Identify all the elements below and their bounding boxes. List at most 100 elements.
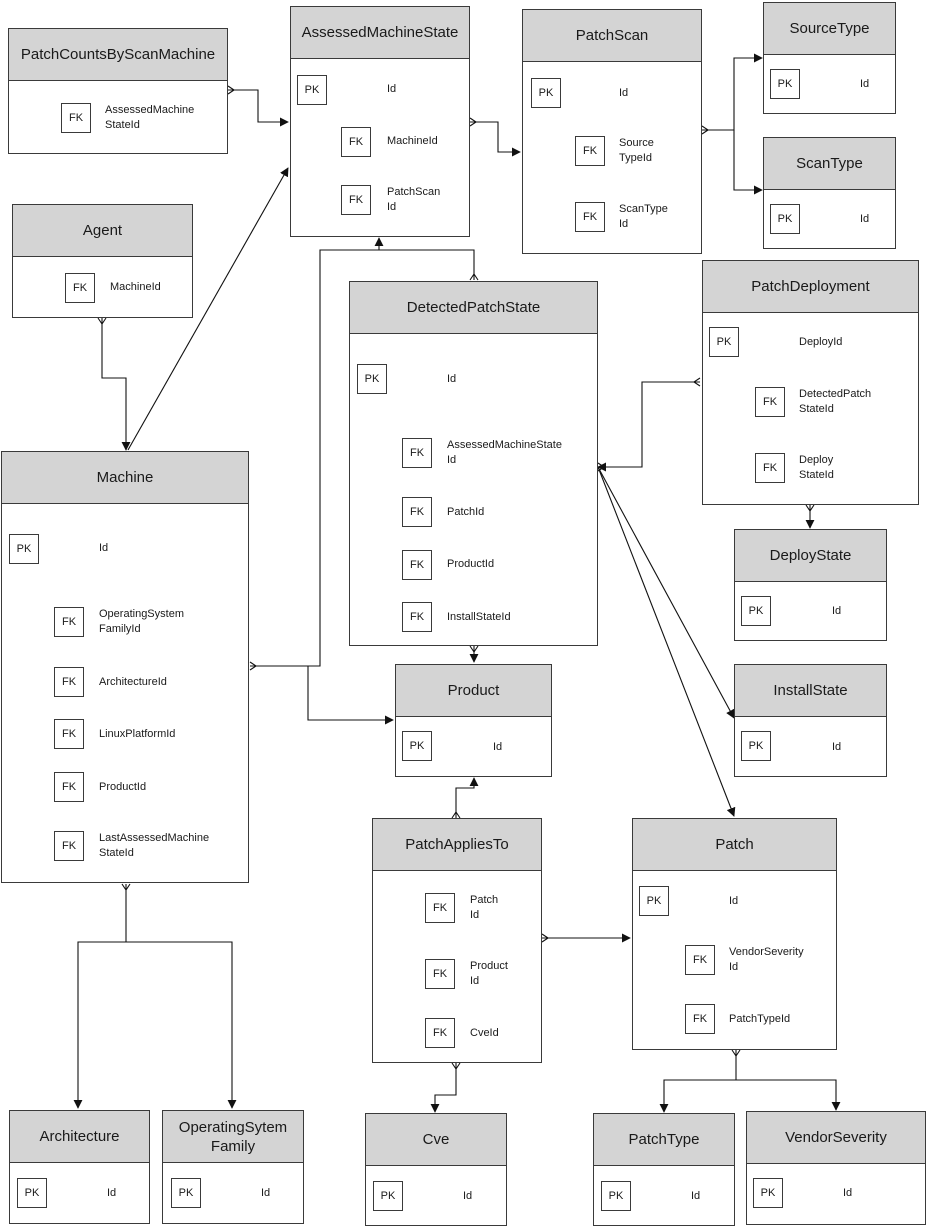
field-id: Id bbox=[99, 542, 109, 554]
field-patchid: Patch Id bbox=[470, 894, 499, 921]
entity-source-type[interactable]: SourceType PK Id bbox=[763, 2, 896, 114]
field-patchscanid: PatchScan Id bbox=[387, 186, 441, 213]
field-detectedpatchstateid: DetectedPatch StateId bbox=[799, 388, 872, 415]
rel-detectedpatchstate-to-patch bbox=[597, 466, 736, 817]
crowfoot-icon bbox=[451, 1062, 461, 1070]
field-id: Id bbox=[387, 83, 397, 95]
field-machineid: MachineId bbox=[387, 135, 438, 147]
entity-patch[interactable]: Patch PK Id FK VendorSeverity Id FK Patc… bbox=[632, 818, 837, 1050]
field-productid: ProductId bbox=[447, 558, 495, 570]
fk-key-box: FK bbox=[685, 945, 715, 975]
field-deploystateid: Deploy StateId bbox=[799, 454, 834, 481]
field-linuxplatformid: LinuxPlatformId bbox=[99, 728, 176, 740]
field-id: Id bbox=[843, 1187, 853, 1199]
pk-key-box: PK bbox=[373, 1181, 403, 1211]
pk-key-box: PK bbox=[357, 364, 387, 394]
field-assessedmachinestateid: AssessedMachine StateId bbox=[105, 104, 195, 131]
pk-key-box: PK bbox=[741, 596, 771, 626]
entity-title: Product bbox=[396, 665, 551, 717]
rel-machine-to-operatingsystemfamily bbox=[126, 941, 237, 1109]
pk-key-box: PK bbox=[770, 204, 800, 234]
fk-key-box: FK bbox=[65, 273, 95, 303]
entity-patch-scan[interactable]: PatchScan PK Id FK Source TypeId FK Scan… bbox=[522, 9, 702, 254]
rel-patchcounts-to-assessedmachinestate bbox=[228, 89, 289, 127]
crowfoot-icon bbox=[249, 661, 257, 671]
entity-patch-counts-by-scan-machine[interactable]: PatchCountsByScanMachine FK AssessedMach… bbox=[8, 28, 228, 154]
entity-cve[interactable]: Cve PK Id bbox=[365, 1113, 507, 1226]
crowfoot-icon bbox=[731, 1049, 741, 1057]
field-id: Id bbox=[493, 741, 503, 753]
field-id: Id bbox=[463, 1190, 473, 1202]
fk-key-box: FK bbox=[575, 202, 605, 232]
entity-title: AssessedMachineState bbox=[291, 7, 469, 59]
fk-key-box: FK bbox=[341, 127, 371, 157]
fk-key-box: FK bbox=[685, 1004, 715, 1034]
crowfoot-icon bbox=[469, 645, 479, 653]
entity-vendor-severity[interactable]: VendorSeverity PK Id bbox=[746, 1111, 926, 1225]
entity-title: PatchCountsByScanMachine bbox=[9, 29, 227, 81]
fk-key-box: FK bbox=[402, 550, 432, 580]
fk-key-box: FK bbox=[54, 831, 84, 861]
entity-title: InstallState bbox=[735, 665, 886, 717]
field-productid: ProductId bbox=[99, 781, 147, 793]
entity-deploy-state[interactable]: DeployState PK Id bbox=[734, 529, 887, 641]
entity-agent[interactable]: Agent FK MachineId bbox=[12, 204, 193, 318]
entity-title: PatchScan bbox=[523, 10, 701, 62]
crowfoot-icon bbox=[597, 462, 605, 472]
entity-patch-deployment[interactable]: PatchDeployment PK DeployId FK DetectedP… bbox=[702, 260, 919, 505]
crowfoot-icon bbox=[451, 811, 461, 819]
field-productid: Product Id bbox=[470, 960, 508, 987]
entity-operating-system-family[interactable]: OperatingSytem Family PK Id bbox=[162, 1110, 304, 1224]
field-id: Id bbox=[261, 1187, 271, 1199]
entity-install-state[interactable]: InstallState PK Id bbox=[734, 664, 887, 777]
pk-key-box: PK bbox=[753, 1178, 783, 1208]
crowfoot-icon bbox=[121, 883, 131, 891]
pk-key-box: PK bbox=[531, 78, 561, 108]
entity-title: SourceType bbox=[764, 3, 895, 55]
field-architectureid: ArchitectureId bbox=[99, 676, 167, 688]
entity-machine[interactable]: Machine PK Id FK OperatingSystem FamilyI… bbox=[1, 451, 249, 883]
pk-key-box: PK bbox=[297, 75, 327, 105]
field-deployid: DeployId bbox=[799, 336, 843, 348]
field-id: Id bbox=[691, 1190, 701, 1202]
fk-key-box: FK bbox=[402, 602, 432, 632]
rel-machine-to-architecture bbox=[73, 884, 127, 1109]
pk-key-box: PK bbox=[9, 534, 39, 564]
fk-key-box: FK bbox=[341, 185, 371, 215]
field-installstateid: InstallStateId bbox=[447, 611, 511, 623]
entity-product[interactable]: Product PK Id bbox=[395, 664, 552, 777]
fk-key-box: FK bbox=[575, 136, 605, 166]
entity-title: PatchDeployment bbox=[703, 261, 918, 313]
entity-title: ScanType bbox=[764, 138, 895, 190]
field-id: Id bbox=[860, 213, 870, 225]
rel-assessedmachinestate-to-patchscan bbox=[470, 121, 521, 157]
pk-key-box: PK bbox=[741, 731, 771, 761]
crowfoot-icon bbox=[701, 125, 709, 135]
field-id: Id bbox=[619, 87, 629, 99]
entity-patch-applies-to[interactable]: PatchAppliesTo FK Patch Id FK Product Id… bbox=[372, 818, 542, 1063]
entity-architecture[interactable]: Architecture PK Id bbox=[9, 1110, 150, 1224]
rel-patchscan-to-sourcetype bbox=[702, 53, 763, 131]
field-id: Id bbox=[832, 741, 842, 753]
fk-key-box: FK bbox=[425, 1018, 455, 1048]
fk-key-box: FK bbox=[54, 719, 84, 749]
rel-machine-to-product bbox=[307, 666, 394, 725]
rel-agent-to-machine bbox=[101, 318, 131, 451]
field-scantypeid: ScanType Id bbox=[619, 203, 668, 230]
field-patchtypeid: PatchTypeId bbox=[729, 1013, 791, 1025]
entity-assessed-machine-state[interactable]: AssessedMachineState PK Id FK MachineId … bbox=[290, 6, 470, 237]
entity-title: PatchAppliesTo bbox=[373, 819, 541, 871]
crowfoot-icon bbox=[97, 317, 107, 325]
fk-key-box: FK bbox=[54, 607, 84, 637]
pk-key-box: PK bbox=[17, 1178, 47, 1208]
fk-key-box: FK bbox=[54, 667, 84, 697]
entity-title: Cve bbox=[366, 1114, 506, 1166]
entity-title: VendorSeverity bbox=[747, 1112, 925, 1164]
entity-scan-type[interactable]: ScanType PK Id bbox=[763, 137, 896, 249]
field-id: Id bbox=[832, 605, 842, 617]
pk-key-box: PK bbox=[171, 1178, 201, 1208]
rel-detectedpatchstate-to-assessedmachinestate bbox=[374, 237, 475, 280]
entity-patch-type[interactable]: PatchType PK Id bbox=[593, 1113, 735, 1226]
entity-detected-patch-state[interactable]: DetectedPatchState PK Id FK AssessedMach… bbox=[349, 281, 598, 646]
field-id: Id bbox=[447, 373, 457, 385]
